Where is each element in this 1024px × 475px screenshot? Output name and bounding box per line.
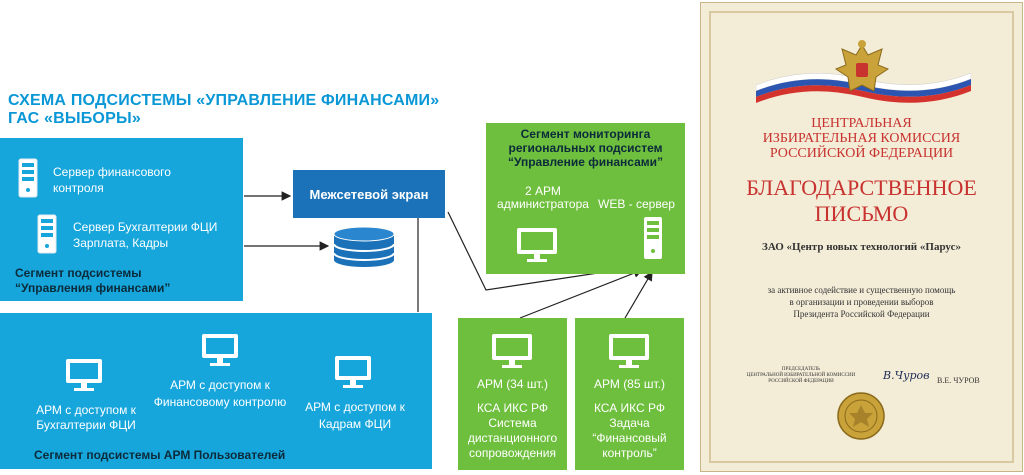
monitor-icon — [202, 334, 238, 366]
ks2-line4: контроль” — [602, 446, 657, 460]
web-server-label: WEB - сервер — [598, 197, 675, 211]
letter-body-line1: за активное содействие и существенную по… — [767, 285, 956, 295]
arm1-label-line2: Бухгалтерии ФЦИ — [36, 418, 136, 432]
finance-segment-caption-line1: Сегмент подсистемы — [15, 266, 142, 280]
letter-signature: В.Чуров — [883, 369, 930, 382]
monitoring-caption-line1: Сегмент мониторинга — [520, 127, 651, 141]
ks1-line4: сопровождения — [469, 446, 556, 460]
letter-sign-title-line3: РОССИЙСКОЙ ФЕДЕРАЦИИ — [768, 379, 834, 384]
arm1-label-line1: АРМ с доступом к — [36, 403, 136, 417]
ks1-line1: КСА ИКС РФ — [476, 401, 549, 415]
admin-arm-label-line1: 2 АРМ — [525, 184, 561, 198]
monitor-icon — [492, 334, 532, 368]
arrow-ks1-to-web — [519, 268, 644, 319]
letter-org-line2: ИЗБИРАТЕЛЬНАЯ КОМИССИЯ — [762, 131, 961, 146]
firewall-box: Межсетевой экран — [293, 170, 445, 218]
arrow-ks2-to-web — [624, 270, 653, 319]
letter-body-line3: Президента Российской Федерации — [793, 309, 930, 319]
ks2-line1: КСА ИКС РФ — [593, 401, 666, 415]
arrow-firewall-to-web — [447, 211, 646, 291]
admin-arm-label-line2: администратора — [497, 197, 589, 211]
monitor-icon — [335, 356, 371, 388]
letter-heading-line1: БЛАГОДАРСТВЕННОЕ — [746, 175, 977, 200]
database-icon — [333, 226, 395, 267]
monitor-icon — [517, 228, 557, 262]
ks1-count: АРМ (34 шт.) — [476, 377, 548, 391]
ks2-line3: “Финансовый — [592, 431, 667, 445]
arm3-label-line2: Кадрам ФЦИ — [318, 417, 392, 431]
letter-org-line3: РОССИЙСКОЙ ФЕДЕРАЦИИ — [769, 146, 954, 161]
letter-sign-title-line1: ПРЕДСЕДАТЕЛЬ — [781, 367, 821, 372]
letter-org-line1: ЦЕНТРАЛЬНАЯ — [811, 116, 912, 131]
monitoring-caption-line2: региональных подсистем — [508, 141, 663, 155]
arm3-label-line1: АРМ с доступом к — [305, 400, 405, 414]
letter-signer: В.Е. ЧУРОВ — [937, 376, 980, 385]
ks2-count: АРМ (85 шт.) — [593, 377, 665, 391]
users-segment-caption: Сегмент подсистемы АРМ Пользователей — [34, 448, 286, 462]
server-icon — [644, 217, 662, 259]
monitor-icon — [66, 359, 102, 391]
coat-of-arms-icon — [834, 40, 890, 92]
server1-label-line2: контроля — [53, 181, 104, 195]
ks2-line2: Задача — [609, 416, 650, 430]
diagram-title-line2: ГАС «ВЫБОРЫ» — [8, 110, 141, 127]
finance-segment-caption-line2: “Управления финансами” — [15, 281, 171, 295]
letter-heading-line2: ПИСЬМО — [814, 201, 909, 226]
monitor-icon — [609, 334, 649, 368]
gratitude-letter: ЦЕНТРАЛЬНАЯ ИЗБИРАТЕЛЬНАЯ КОМИССИЯ РОССИ… — [700, 2, 1023, 472]
server2-label-line2: Зарплата, Кадры — [73, 236, 169, 250]
ks1-line2: Система — [488, 416, 537, 430]
letter-body-line2: в организации и проведении выборов — [789, 297, 934, 307]
diagram-title-line1: СХЕМА ПОДСИСТЕМЫ «УПРАВЛЕНИЕ ФИНАНСАМИ» — [8, 92, 440, 109]
server-icon — [18, 158, 38, 198]
letter-recipient: ЗАО «Центр новых технологий «Парус» — [762, 241, 961, 253]
arm2-label-line2: Финансовому контролю — [153, 395, 287, 409]
arm2-label-line1: АРМ с доступом к — [170, 378, 270, 392]
ks1-line3: дистанционного — [467, 431, 558, 445]
server2-label-line1: Сервер Бухгалтерии ФЦИ — [73, 220, 218, 234]
server1-label-line1: Сервер финансового — [53, 165, 171, 179]
letter-sign-title-line2: ЦЕНТРАЛЬНОЙ ИЗБИРАТЕЛЬНОЙ КОМИССИИ — [746, 373, 856, 378]
monitoring-caption-line3: “Управление финансами” — [507, 155, 664, 169]
letter-border — [709, 11, 1014, 463]
firewall-label: Межсетевой экран — [309, 186, 429, 202]
server-icon — [37, 214, 57, 254]
seal-icon — [837, 392, 885, 440]
